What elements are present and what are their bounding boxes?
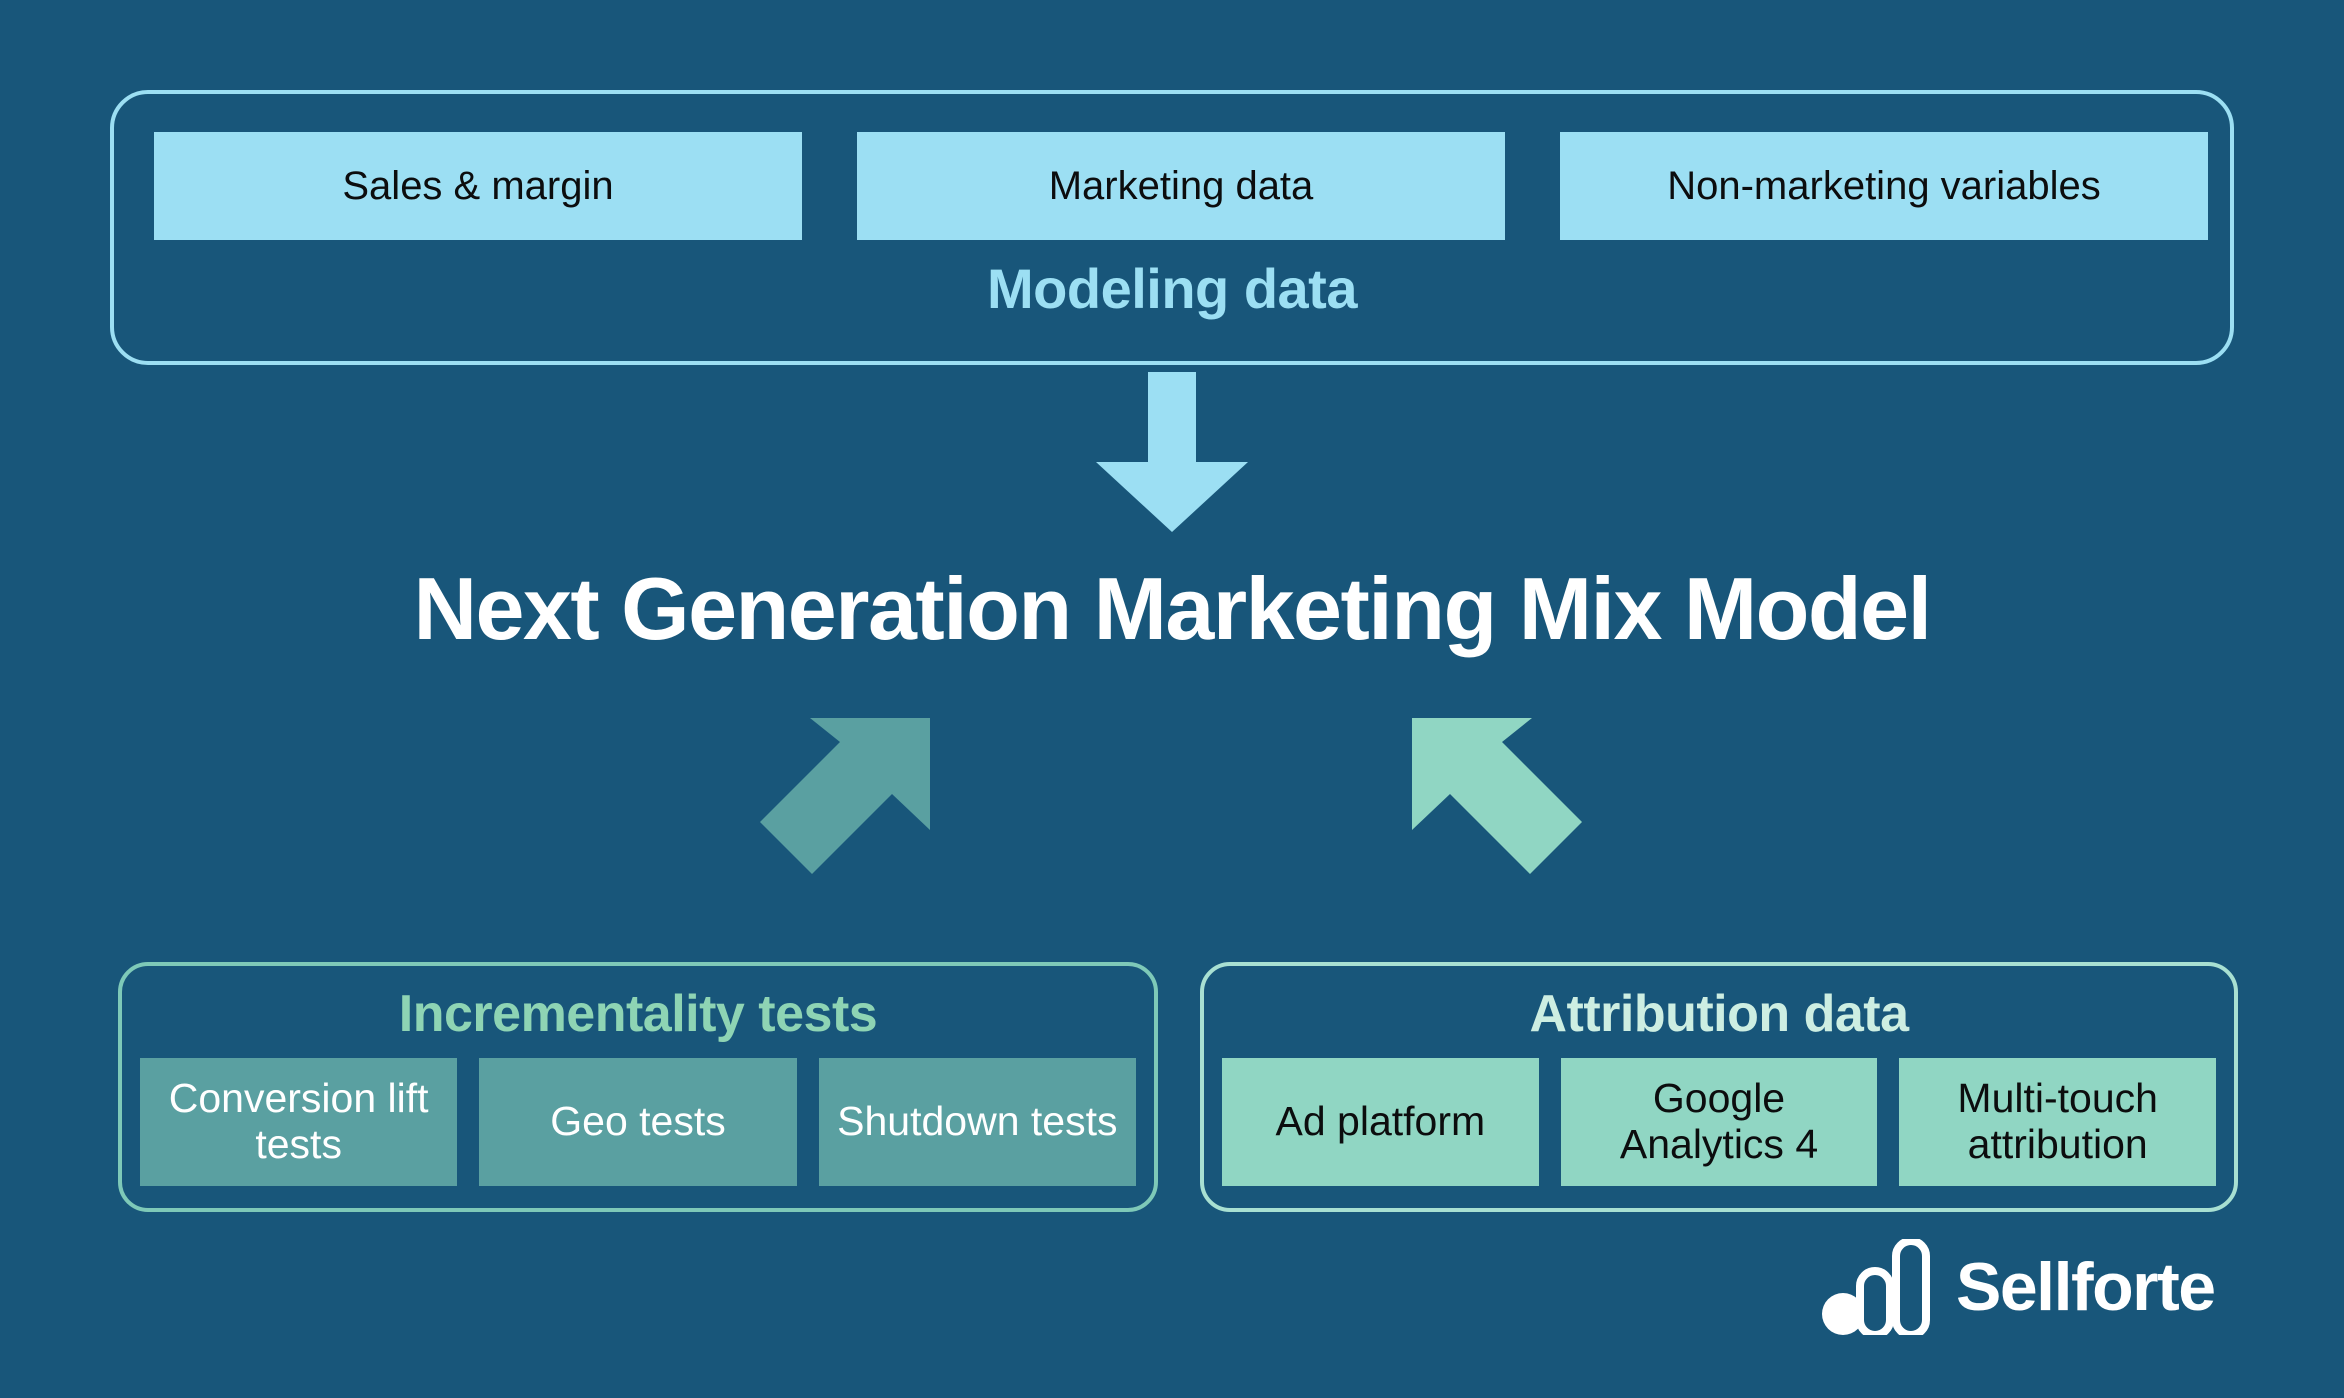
chip-shutdown-tests: Shutdown tests xyxy=(818,1058,1136,1186)
arrow-up-right-icon xyxy=(760,718,930,874)
incrementality-tests-panel: Incrementality tests Conversion lift tes… xyxy=(118,962,1158,1212)
chip-sales-margin: Sales & margin xyxy=(154,132,802,240)
chip-multi-touch-attribution: Multi-touch attribution xyxy=(1899,1058,2217,1186)
modeling-data-panel: Sales & margin Marketing data Non-market… xyxy=(110,90,2234,365)
chip-label: Google Analytics 4 xyxy=(1619,1075,1819,1167)
sellforte-logo: Sellforte xyxy=(1822,1232,2216,1342)
chip-conversion-lift-tests: Conversion lift tests xyxy=(140,1058,458,1186)
modeling-data-chip-row: Sales & margin Marketing data Non-market… xyxy=(154,132,2208,240)
arrow-down-icon xyxy=(1096,372,1248,532)
chip-label: Conversion lift tests xyxy=(168,1075,429,1167)
incrementality-chip-row: Conversion lift tests Geo tests Shutdown… xyxy=(140,1058,1136,1186)
chip-label: Multi-touch attribution xyxy=(1957,1075,2158,1167)
sellforte-bars-icon xyxy=(1822,1239,1930,1335)
chip-non-marketing-variables: Non-marketing variables xyxy=(1560,132,2208,240)
chip-ad-platform: Ad platform xyxy=(1222,1058,1539,1186)
attribution-data-title: Attribution data xyxy=(1529,985,1909,1043)
sellforte-wordmark: Sellforte xyxy=(1956,1249,2216,1325)
arrow-up-left-icon xyxy=(1412,718,1582,874)
attribution-chip-row: Ad platform Google Analytics 4 Multi-tou… xyxy=(1222,1058,2217,1186)
chip-google-analytics-4: Google Analytics 4 xyxy=(1560,1058,1878,1186)
chip-geo-tests: Geo tests xyxy=(479,1058,797,1186)
chip-label: Geo tests xyxy=(550,1098,726,1145)
chip-label: Non-marketing variables xyxy=(1667,164,2101,208)
incrementality-tests-title: Incrementality tests xyxy=(398,985,878,1043)
chip-label: Ad platform xyxy=(1275,1098,1486,1145)
attribution-data-panel: Attribution data Ad platform Google Anal… xyxy=(1200,962,2238,1212)
chip-label: Shutdown tests xyxy=(837,1098,1118,1145)
chip-label: Marketing data xyxy=(1048,164,1314,208)
chip-marketing-data: Marketing data xyxy=(857,132,1505,240)
chip-label: Sales & margin xyxy=(342,164,614,208)
modeling-data-title: Modeling data xyxy=(987,257,1357,320)
page-title: Next Generation Marketing Mix Model xyxy=(413,559,1932,658)
